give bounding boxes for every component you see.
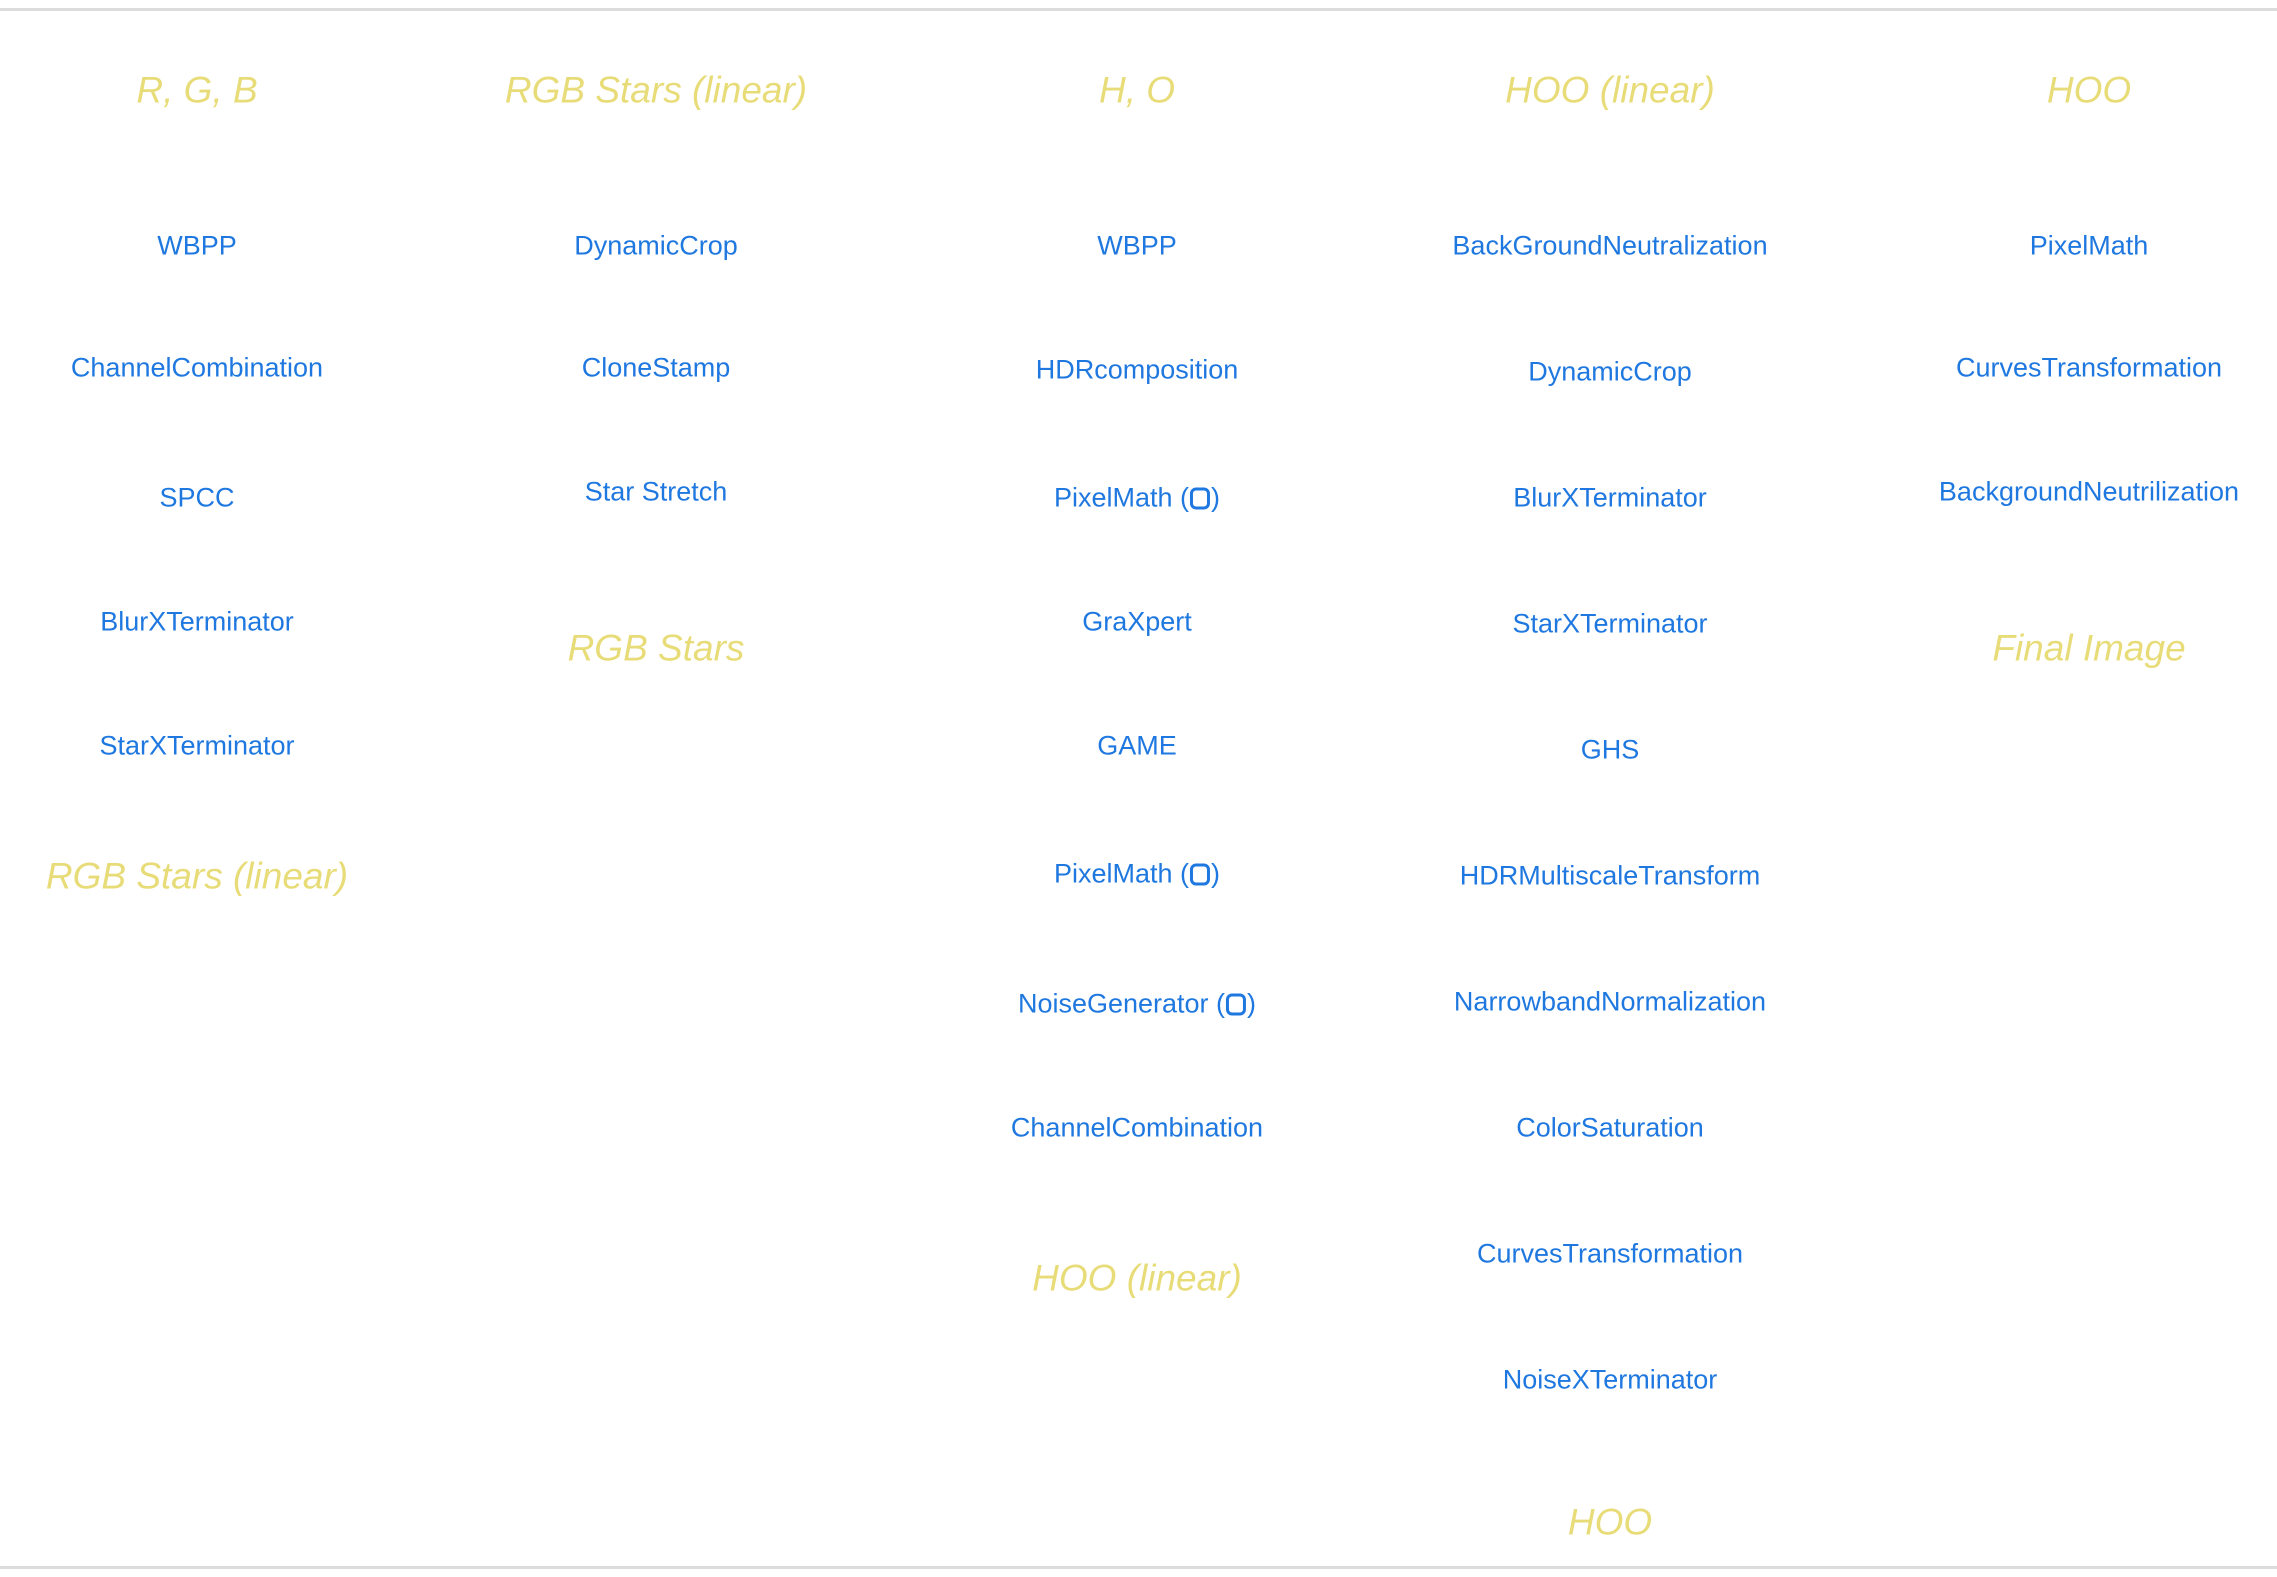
step-star-stretch[interactable]: Star Stretch (584, 476, 728, 507)
step-blurxterminator[interactable]: BlurXTerminator (100, 606, 294, 637)
step-channel-combination[interactable]: ChannelCombination (70, 352, 324, 383)
step-noisexterminator[interactable]: NoiseXTerminator (1502, 1364, 1718, 1395)
step-background-neutralization[interactable]: BackGroundNeutralization (1452, 230, 1768, 261)
step-channel-combination[interactable]: ChannelCombination (1010, 1112, 1264, 1143)
step-narrowband-normalization[interactable]: NarrowbandNormalization (1453, 986, 1767, 1017)
column-output: RGB Stars (linear) (45, 855, 349, 897)
step-label: PixelMath ( (1053, 482, 1190, 513)
rounded-square-icon (1190, 863, 1211, 886)
column-output: Final Image (1992, 627, 2186, 669)
step-graxpert[interactable]: GraXpert (1082, 606, 1192, 637)
step-dynamic-crop[interactable]: DynamicCrop (1528, 356, 1692, 387)
step-clone-stamp[interactable]: CloneStamp (581, 352, 731, 383)
step-suffix: ) (1211, 482, 1221, 513)
step-wbpp[interactable]: WBPP (157, 230, 237, 261)
column-output: HOO (linear) (1032, 1257, 1242, 1299)
step-hdr-composition[interactable]: HDRcomposition (1035, 354, 1239, 385)
column-heading: HOO (linear) (1505, 69, 1715, 111)
step-starxterminator[interactable]: StarXTerminator (1512, 608, 1708, 639)
step-curves-transformation[interactable]: CurvesTransformation (1955, 352, 2223, 383)
step-pixelmath[interactable]: PixelMath (2029, 230, 2149, 261)
step-pixelmath-1[interactable]: PixelMath () (1053, 482, 1221, 513)
step-pixelmath-2[interactable]: PixelMath () (1053, 858, 1221, 889)
column-heading: H, O (1098, 69, 1176, 111)
step-suffix: ) (1211, 858, 1221, 889)
step-label: NoiseGenerator ( (1017, 988, 1226, 1019)
step-curves-transformation[interactable]: CurvesTransformation (1476, 1238, 1744, 1269)
step-noise-generator[interactable]: NoiseGenerator () (1017, 988, 1257, 1019)
column-heading: RGB Stars (linear) (504, 69, 808, 111)
column-heading: R, G, B (136, 69, 258, 111)
rounded-square-icon (1226, 993, 1247, 1016)
step-hdr-multiscale-transform[interactable]: HDRMultiscaleTransform (1459, 860, 1761, 891)
step-suffix: ) (1247, 988, 1257, 1019)
step-starxterminator[interactable]: StarXTerminator (99, 730, 295, 761)
step-dynamic-crop[interactable]: DynamicCrop (574, 230, 738, 261)
column-heading: HOO (2046, 69, 2132, 111)
bottom-divider (0, 1566, 2277, 1569)
step-wbpp[interactable]: WBPP (1097, 230, 1177, 261)
step-ghs[interactable]: GHS (1580, 734, 1640, 765)
step-color-saturation[interactable]: ColorSaturation (1516, 1112, 1704, 1143)
step-game[interactable]: GAME (1097, 730, 1177, 761)
column-output: RGB Stars (567, 627, 745, 669)
step-background-neutrilization[interactable]: BackgroundNeutrilization (1938, 476, 2240, 507)
column-output: HOO (1567, 1501, 1653, 1543)
rounded-square-icon (1190, 487, 1211, 510)
top-divider (0, 8, 2277, 11)
step-blurxterminator[interactable]: BlurXTerminator (1513, 482, 1707, 513)
step-label: PixelMath ( (1053, 858, 1190, 889)
step-spcc[interactable]: SPCC (159, 482, 235, 513)
